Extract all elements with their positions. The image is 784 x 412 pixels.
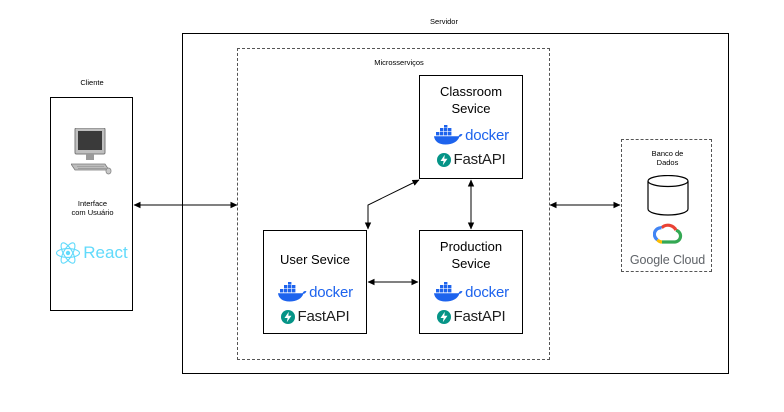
classroom-fastapi-logo: FastAPI [420,151,522,168]
user-docker-logo: docker [264,282,366,302]
classroom-docker-logo: docker [420,125,522,145]
docker-whale-icon [278,282,307,302]
computer-icon [71,128,112,175]
client-label: Cliente [80,78,104,87]
react-label: React [83,243,128,262]
google-cloud-icon [653,223,683,244]
fastapi-bolt-icon [436,309,451,324]
react-logo: React [51,241,132,265]
fastapi-bolt-icon [436,152,451,167]
classroom-docker-label: docker [465,126,509,144]
database-cylinder-icon [647,175,689,216]
user-service: User Sevice docker FastAPI [263,230,367,334]
server-label: Servidor [430,17,458,26]
docker-whale-icon [434,125,463,145]
production-fastapi-logo: FastAPI [420,308,522,325]
user-service-title: User Sevice [279,252,351,267]
user-fastapi-label: FastAPI [297,308,350,325]
microservices-label: Microsserviços [374,58,424,67]
user-fastapi-logo: FastAPI [264,308,366,325]
google-cloud-label: Google Cloud [629,253,706,267]
production-docker-logo: docker [420,282,522,302]
react-icon [56,242,81,264]
classroom-fastapi-label: FastAPI [453,151,506,168]
user-docker-label: docker [309,283,353,301]
production-docker-label: docker [465,283,509,301]
docker-whale-icon [434,282,463,302]
production-fastapi-label: FastAPI [453,308,506,325]
fastapi-bolt-icon [280,309,295,324]
